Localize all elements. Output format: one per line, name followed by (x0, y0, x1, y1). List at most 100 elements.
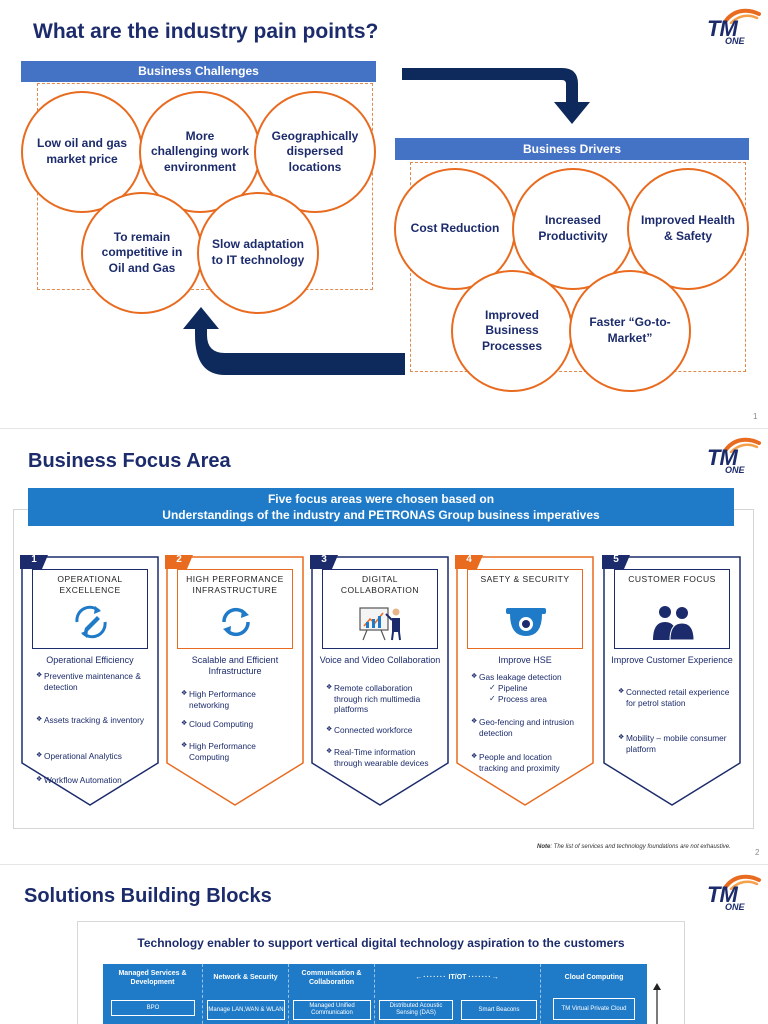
card-header: DIGITAL COLLABORATION (322, 569, 438, 649)
driver-circle-4: Improved Business Processes (451, 270, 573, 392)
slide-title: Solutions Building Blocks (24, 885, 272, 907)
list-item: Operational Analytics (36, 751, 148, 762)
tm-one-logo: TM ONE (703, 437, 761, 475)
focus-card-3: 3 DIGITAL COLLABORATION Voice and Video … (310, 554, 450, 807)
card-title: CUSTOMER FOCUS (628, 574, 716, 584)
sub-list-item: Pipeline (489, 683, 589, 694)
logo-swoosh-icon (723, 437, 761, 453)
slide-pain-points: What are the industry pain points? TM ON… (0, 0, 768, 425)
edit-sync-icon (75, 605, 107, 639)
focus-card-4: 4 SAETY & SECURITY Improve HSE Gas leaka… (455, 554, 595, 807)
up-arrow-icon (653, 983, 661, 1024)
note-text: : The list of services and technology fo… (550, 844, 731, 850)
arrow-to-drivers-icon (402, 68, 590, 124)
column-label: Cloud Computing (564, 974, 624, 981)
column-cloud-computing: Cloud Computing TM Virtual Private Cloud (541, 964, 647, 1024)
card-header: OPERATIONAL EXCELLENCE (32, 569, 148, 649)
card-number: 3 (321, 554, 327, 565)
card-header: CUSTOMER FOCUS (614, 569, 730, 649)
block-unified-communication: Managed Unified Communication (293, 1000, 371, 1020)
list-item: Connected workforce (326, 725, 438, 736)
presentation-board-icon (359, 607, 401, 641)
list-item: Geo-fencing and intrusion detection (471, 717, 583, 738)
business-drivers-header: Business Drivers (395, 138, 749, 160)
customers-icon (653, 606, 695, 641)
logo-swoosh-icon (723, 8, 761, 24)
list-item: Cloud Computing (181, 719, 293, 730)
tm-one-logo: TM ONE (703, 874, 761, 912)
logo-one: ONE (725, 902, 745, 912)
slide-title: What are the industry pain points? (33, 20, 379, 43)
column-label: Network & Security (213, 974, 278, 981)
card-title: SAETY & SECURITY (480, 574, 570, 584)
challenge-circle-1: Low oil and gas market price (21, 91, 143, 213)
list-item: Preventive maintenance & detection (36, 671, 148, 692)
page-number: 2 (755, 848, 760, 857)
driver-circle-5: Faster “Go-to-Market” (569, 270, 691, 392)
block-virtual-private-cloud: TM Virtual Private Cloud (553, 998, 635, 1020)
column-managed-services: Managed Services & Development BPO (103, 964, 203, 1024)
card-number: 5 (613, 554, 619, 565)
technology-frame (77, 921, 685, 1024)
focus-card-1: 1 OPERATIONAL EXCELLENCE Operational Eff… (20, 554, 160, 807)
slide-business-focus: Business Focus Area TM ONE Five focus ar… (0, 432, 768, 860)
focus-banner: Five focus areas were chosen based on Un… (28, 488, 734, 526)
card-subtitle: Voice and Video Collaboration (319, 655, 441, 665)
driver-circle-3: Improved Health & Safety (627, 168, 749, 290)
logo-one: ONE (725, 465, 745, 475)
logo-swoosh-icon (723, 874, 761, 890)
security-camera-icon (506, 608, 546, 636)
list-item: Remote collaboration through rich multim… (326, 683, 438, 715)
refresh-cycle-icon (222, 607, 250, 637)
logo-tm: TM (707, 16, 738, 41)
driver-circle-1: Cost Reduction (394, 168, 516, 290)
tm-one-logo: TM ONE (703, 8, 761, 46)
focus-card-2: 2 HIGH PERFORMANCE INFRASTRUCTURE Scalab… (165, 554, 305, 807)
block-bpo: BPO (111, 1000, 195, 1016)
banner-line-1: Five focus areas were chosen based on (267, 492, 495, 506)
block-das: Distributed Acoustic Sensing (DAS) (379, 1000, 453, 1020)
card-subtitle: Scalable and Efficient Infrastructure (191, 655, 279, 676)
challenge-circle-3: Geographically dispersed locations (254, 91, 376, 213)
block-smart-beacons: Smart Beacons (461, 1000, 537, 1020)
logo-tm: TM (707, 882, 738, 907)
list-item: Mobility – mobile consumer platform (618, 733, 730, 754)
card-subtitle: Improve Customer Experience (611, 655, 733, 665)
arrow-to-challenges-icon (183, 307, 405, 375)
challenge-circle-5: Slow adaptation to IT technology (197, 192, 319, 314)
driver-circle-2: Increased Productivity (512, 168, 634, 290)
logo-one: ONE (725, 36, 745, 46)
list-item: Real-Time information through wearable d… (326, 747, 438, 768)
technology-subtitle: Technology enabler to support vertical d… (137, 936, 625, 950)
banner-line-2: Understandings of the industry and PETRO… (162, 508, 600, 522)
list-item: Assets tracking & inventory (36, 715, 148, 726)
column-label: Communication & Collaboration (301, 970, 362, 986)
card-subtitle: Improve HSE (498, 655, 552, 665)
column-label: ←······· IT/OT ·······→ (415, 974, 500, 981)
logo-tm: TM (707, 445, 738, 470)
slide-divider (0, 864, 768, 865)
list-item: High Performance networking (181, 689, 293, 710)
card-title: DIGITAL COLLABORATION (340, 574, 420, 595)
card-header: SAETY & SECURITY (467, 569, 583, 649)
card-header: HIGH PERFORMANCE INFRASTRUCTURE (177, 569, 293, 649)
block-manage-lan: Manage LAN,WAN & WLAN (207, 1000, 285, 1020)
column-communication: Communication & Collaboration Managed Un… (289, 964, 375, 1024)
slide-solutions-building-blocks: Solutions Building Blocks TM ONE Technol… (0, 868, 768, 1024)
note-label: Note (537, 844, 551, 850)
column-it-ot: ←······· IT/OT ·······→ Distributed Acou… (375, 964, 541, 1024)
card-number: 1 (31, 554, 37, 565)
list-item: High Performance Computing (181, 741, 293, 762)
list-item: Workflow Automation (36, 775, 148, 786)
card-title: OPERATIONAL EXCELLENCE (57, 574, 123, 595)
slide-divider (0, 428, 768, 429)
technology-band: Managed Services & Development BPO Netwo… (103, 964, 647, 1024)
column-network-security: Network & Security Manage LAN,WAN & WLAN (203, 964, 289, 1024)
footnote: Note: The list of services and technolog… (537, 844, 731, 850)
list-item: Gas leakage detection (471, 672, 583, 683)
card-subtitle: Operational Efficiency (46, 655, 134, 665)
column-label: Managed Services & Development (118, 970, 187, 986)
card-title: HIGH PERFORMANCE INFRASTRUCTURE (186, 574, 284, 595)
business-challenges-header: Business Challenges (21, 61, 376, 82)
card-number: 4 (466, 554, 472, 565)
